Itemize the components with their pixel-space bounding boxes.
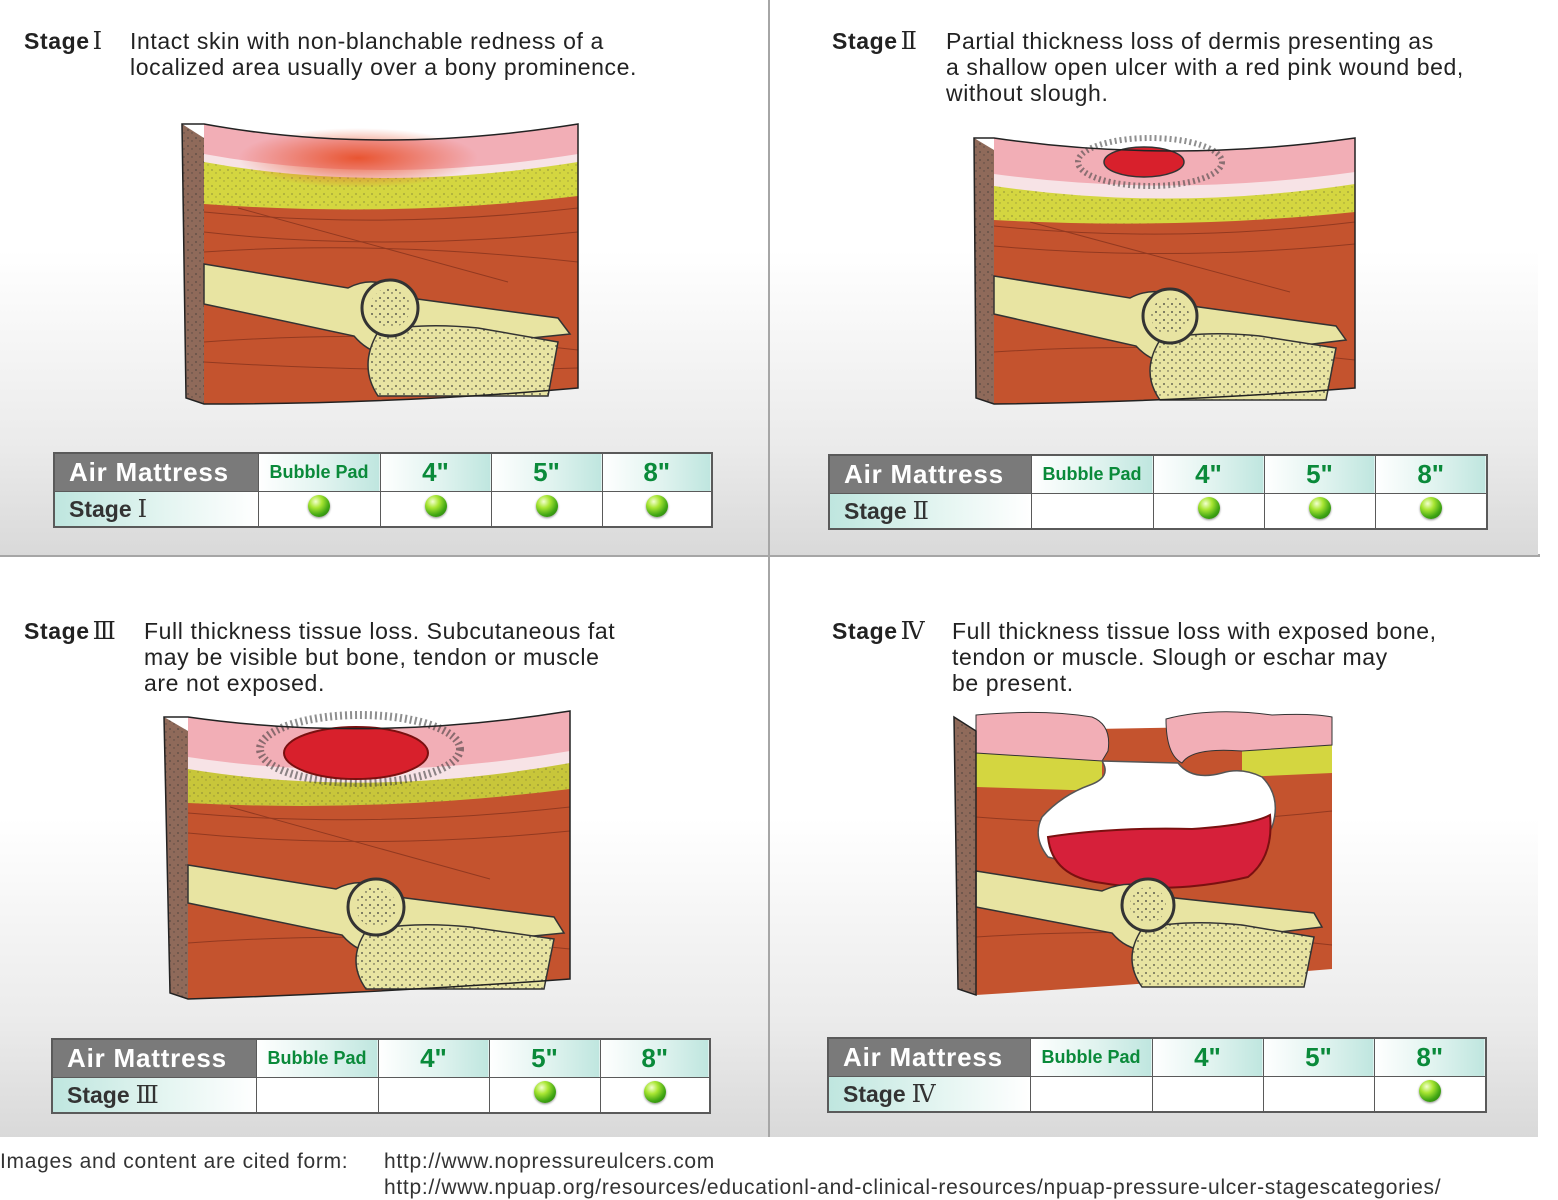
- size-4-header: 4": [1151, 1037, 1264, 1077]
- vertical-divider: [767, 0, 770, 1137]
- green-dot-icon: [1197, 497, 1220, 520]
- size-8-header: 8": [599, 1038, 711, 1078]
- stage-3-tissue-diagram: [160, 703, 576, 1003]
- fat-layer: [976, 751, 1102, 791]
- size-4-header: 4": [379, 452, 492, 492]
- citation-link-nopressureulcers[interactable]: http://www.nopressureulcers.com: [384, 1150, 715, 1173]
- exposed-wound-bed: [1046, 813, 1272, 889]
- size-4-cell: [1151, 1075, 1264, 1113]
- size-8-cell: [1373, 1075, 1487, 1113]
- stage-2-tissue-diagram: [970, 126, 1360, 410]
- size-5-cell: [1262, 1075, 1375, 1113]
- green-dot-icon: [308, 495, 330, 518]
- bubble-pad-header: Bubble Pad: [1029, 1037, 1153, 1077]
- bubble-pad-cell: [1029, 1075, 1153, 1113]
- full-thickness-wound: [283, 726, 429, 780]
- citation-label: Images and content are cited form:: [0, 1150, 349, 1173]
- size-8-cell: [601, 490, 713, 528]
- size-8-header: 8": [1374, 454, 1488, 494]
- stage-1-tissue-diagram: [178, 112, 583, 412]
- citation-link-npuap[interactable]: http://www.npuap.org/resources/education…: [384, 1176, 1442, 1199]
- bubble-pad-cell: [1030, 492, 1154, 530]
- size-5-header: 5": [1262, 1037, 1375, 1077]
- green-dot-icon: [1308, 497, 1331, 520]
- bubble-pad-cell: [257, 490, 381, 528]
- green-dot-icon: [535, 495, 558, 518]
- size-4-cell: [377, 1076, 490, 1114]
- size-5-header: 5": [488, 1038, 601, 1078]
- citation-footer: Images and content are cited form: http:…: [0, 1148, 1558, 1200]
- stage-4-tissue-diagram: [952, 707, 1336, 997]
- stage-3-description: Full thickness tissue loss. Subcutaneous…: [144, 618, 616, 696]
- bubble-pad-header: Bubble Pad: [1030, 454, 1154, 494]
- bubble-pad-header: Bubble Pad: [257, 452, 381, 492]
- stage-2-description: Partial thickness loss of dermis present…: [946, 28, 1464, 106]
- stage-4-description: Full thickness tissue loss with exposed …: [952, 618, 1437, 696]
- size-5-cell: [1263, 492, 1376, 530]
- green-dot-icon: [645, 495, 668, 518]
- redness-area: [238, 128, 478, 188]
- green-dot-icon: [424, 495, 447, 518]
- horizontal-divider: [0, 554, 1540, 557]
- air-mattress-header: Air Mattress: [828, 454, 1032, 494]
- bubble-pad-cell: [255, 1076, 379, 1114]
- green-dot-icon: [1418, 1080, 1441, 1103]
- green-dot-icon: [643, 1081, 666, 1104]
- size-8-header: 8": [601, 452, 713, 492]
- size-4-header: 4": [1152, 454, 1265, 494]
- air-mattress-header: Air Mattress: [51, 1038, 257, 1078]
- stage-1-description: Intact skin with non-blanchable redness …: [130, 28, 638, 80]
- size-8-cell: [1374, 492, 1488, 530]
- bubble-pad-header: Bubble Pad: [255, 1038, 379, 1078]
- size-5-cell: [490, 490, 603, 528]
- size-5-cell: [488, 1076, 601, 1114]
- size-8-header: 8": [1373, 1037, 1487, 1077]
- size-5-header: 5": [1263, 454, 1376, 494]
- size-4-cell: [1152, 492, 1265, 530]
- skin-layer: [975, 711, 1110, 762]
- size-4-header: 4": [377, 1038, 490, 1078]
- size-5-header: 5": [490, 452, 603, 492]
- air-mattress-header: Air Mattress: [827, 1037, 1031, 1077]
- size-8-cell: [599, 1076, 711, 1114]
- green-dot-icon: [533, 1081, 556, 1104]
- green-dot-icon: [1419, 497, 1442, 520]
- size-4-cell: [379, 490, 492, 528]
- shallow-ulcer: [1103, 146, 1185, 178]
- air-mattress-header: Air Mattress: [53, 452, 259, 492]
